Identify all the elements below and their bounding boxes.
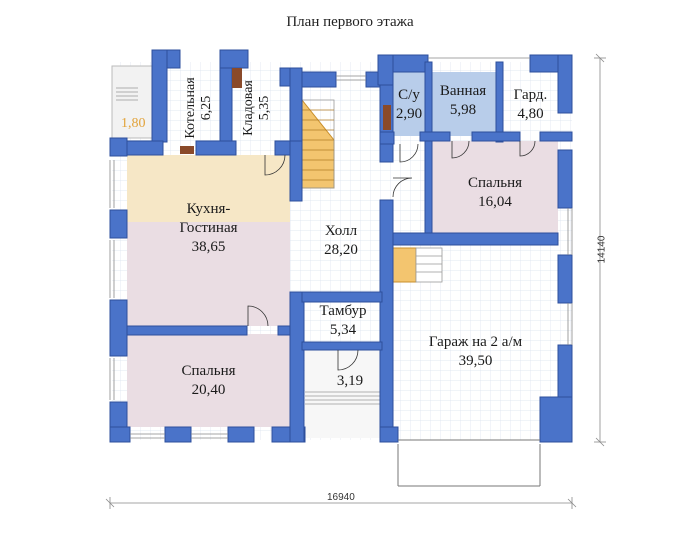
boiler-name: Котельная xyxy=(183,77,198,139)
vestibule-area: 5,34 xyxy=(329,322,357,338)
plan-title: План первого этажа xyxy=(286,14,414,30)
bath-area: 5,98 xyxy=(449,102,477,118)
bedroom-left-area: 20,40 xyxy=(191,382,226,398)
garage-stairs xyxy=(392,247,443,283)
dimension-lines xyxy=(105,53,606,509)
garage-door xyxy=(397,439,541,487)
utility-marks xyxy=(180,68,391,154)
wardrobe-area: 4,80 xyxy=(517,106,544,122)
bedroom-right-name: Спальня xyxy=(467,175,523,191)
room-label-kitchen-living: Кухня- Гостиная 38,65 xyxy=(127,200,290,257)
bedroom-left-fill xyxy=(127,334,290,427)
kitchen-living-area: 38,65 xyxy=(191,239,226,255)
bedroom-right-fill xyxy=(430,141,558,233)
boiler-area: 6,25 xyxy=(199,95,214,121)
hall-name: Холл xyxy=(324,223,358,239)
room-label-porch: 3,19 xyxy=(330,372,370,391)
vestibule-name: Тамбур xyxy=(319,303,367,319)
doors xyxy=(247,140,536,371)
garage-area: 39,50 xyxy=(458,353,493,369)
kitchen-fill xyxy=(127,155,290,222)
living-fill xyxy=(127,222,290,326)
room-label-bath: Ванная 5,98 xyxy=(430,82,496,120)
windows xyxy=(109,57,573,439)
bath-name: Ванная xyxy=(439,83,487,99)
room-label-pantry: Кладовая 5,35 xyxy=(241,67,273,149)
wc-area: 2,90 xyxy=(395,106,423,122)
kitchen-living-name-1: Кухня- xyxy=(186,201,231,217)
room-label-garage: Гараж на 2 а/м 39,50 xyxy=(393,333,558,371)
walls xyxy=(109,49,573,443)
hall-area: 28,20 xyxy=(324,242,358,258)
wc-fill xyxy=(393,72,425,136)
porch-area: 3,19 xyxy=(336,373,364,389)
room-label-vestibule: Тамбур 5,34 xyxy=(304,302,382,340)
room-label-boiler: Котельная 6,25 xyxy=(183,67,215,149)
room-label-wc: С/у 2,90 xyxy=(393,86,425,124)
pantry-area: 5,35 xyxy=(257,95,272,121)
room-label-bedroom-right: Спальня 16,04 xyxy=(432,174,558,212)
bedroom-left-name: Спальня xyxy=(181,363,236,379)
wc-name: С/у xyxy=(398,87,420,103)
garage-name: Гараж на 2 а/м xyxy=(428,334,523,350)
width-dimension: 16940 xyxy=(327,492,355,503)
terrace-area: 1,80 xyxy=(121,116,146,131)
room-label-wardrobe: Гард. 4,80 xyxy=(503,86,558,124)
bedroom-right-area: 16,04 xyxy=(478,194,512,210)
room-label-hall: Холл 28,20 xyxy=(302,222,380,260)
wardrobe-name: Гард. xyxy=(513,87,548,103)
pantry-name: Кладовая xyxy=(241,80,256,136)
bath-fill xyxy=(430,72,496,136)
porch-bottom xyxy=(305,350,383,438)
kitchen-living-name-2: Гостиная xyxy=(179,220,238,236)
height-dimension: 14140 xyxy=(596,235,608,264)
room-label-bedroom-left: Спальня 20,40 xyxy=(127,362,290,400)
